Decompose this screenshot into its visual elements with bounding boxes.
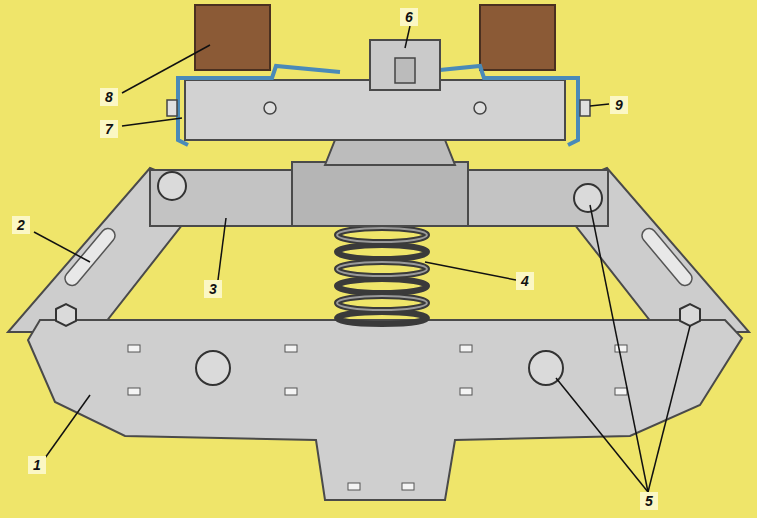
callout-number: 3 — [204, 280, 222, 298]
lever-arm — [549, 168, 749, 332]
pivot-pins — [56, 172, 700, 385]
callout-number: 8 — [100, 88, 118, 106]
center-block — [292, 162, 468, 226]
leader-lines — [34, 26, 690, 492]
brush — [480, 5, 555, 70]
carriage-base — [325, 140, 455, 165]
callout-number: 6 — [400, 8, 418, 26]
callout-number: 1 — [28, 456, 46, 474]
callout-number: 9 — [610, 96, 628, 114]
slot — [639, 226, 695, 289]
clip — [395, 58, 415, 83]
base-plate — [28, 320, 742, 500]
callout-number: 5 — [640, 492, 658, 510]
bolts — [167, 100, 590, 116]
spring — [337, 228, 427, 324]
lever-arm — [8, 168, 208, 332]
callout-number: 7 — [100, 120, 118, 138]
slot — [62, 226, 118, 289]
callout-number: 2 — [12, 216, 30, 234]
callout-number: 4 — [516, 272, 534, 290]
brush — [195, 5, 270, 70]
spring-highlight — [337, 228, 427, 310]
plate-holes — [128, 345, 627, 490]
